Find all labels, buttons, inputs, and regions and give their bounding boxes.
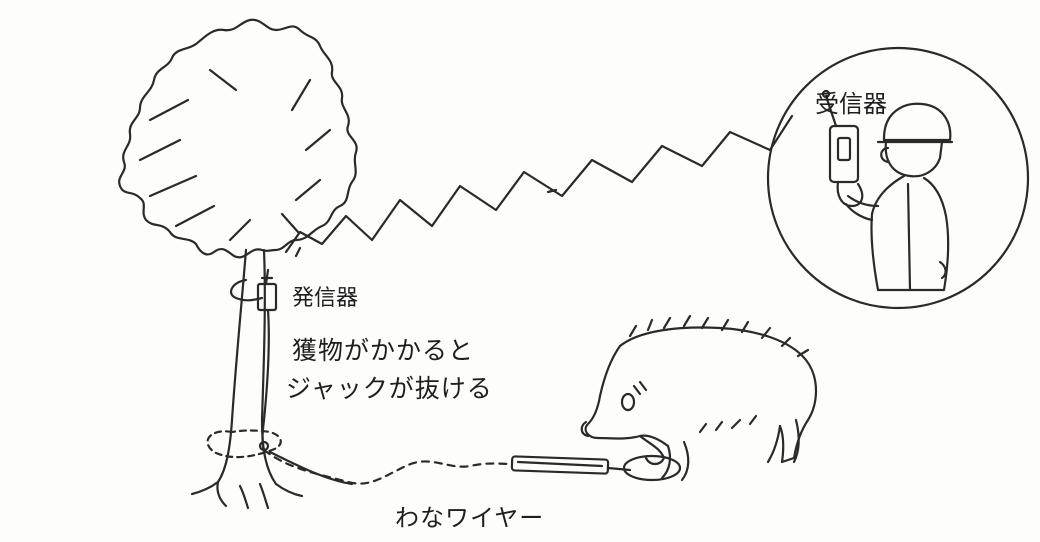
boar-head <box>584 344 670 448</box>
boar-eye <box>620 392 636 412</box>
person-hand <box>938 260 947 280</box>
person-head <box>884 140 944 178</box>
person-zip <box>906 182 912 292</box>
inset-circle <box>766 46 1030 310</box>
transmitter-label: 発信器 <box>292 286 359 311</box>
jack-note-line-1: 獲物がかかると <box>292 336 475 365</box>
receiver-antenna <box>824 94 838 128</box>
tree-trunk-left <box>216 248 248 484</box>
snare-wire <box>262 448 682 486</box>
strap-lower <box>206 429 282 459</box>
receiver-antenna-tip <box>821 89 831 99</box>
snare-spring-tube <box>510 455 610 475</box>
snare-loop <box>622 454 682 482</box>
receiver-grip <box>836 180 864 208</box>
tree-roots <box>190 480 304 510</box>
person-ear <box>880 146 890 164</box>
boar-eye-lines <box>632 380 648 396</box>
person-helmet <box>882 102 952 142</box>
snare-wire-line-solid <box>268 450 354 486</box>
snare-tube-inner <box>516 460 604 468</box>
tree-trunk-right <box>260 248 278 486</box>
tree-canopy-texture <box>138 68 332 242</box>
boar-belly-fur <box>698 414 758 434</box>
snare-wire-label: わなワイヤー <box>395 504 545 532</box>
receiver-label: 受信器 <box>815 90 887 118</box>
strap-upper <box>229 278 264 302</box>
tree <box>118 18 358 510</box>
snare-connector <box>606 466 632 472</box>
radio-signal-wave <box>284 114 794 254</box>
wild-boar <box>580 314 817 482</box>
boar-snout <box>580 420 590 438</box>
boar-leg-rear <box>766 418 800 464</box>
boar-body <box>618 326 817 464</box>
receiver-handset <box>828 124 860 184</box>
transmitter-device <box>256 268 278 454</box>
tree-canopy <box>118 18 358 259</box>
transmitter-antenna <box>260 268 274 286</box>
jack-note-line-2: ジャックが抜ける <box>286 374 493 403</box>
receiver-screen <box>836 136 852 162</box>
signal-tick-a <box>294 246 302 258</box>
boar-mouth <box>638 434 666 466</box>
transmitter-box <box>256 282 278 312</box>
receiver-inset <box>766 46 1030 310</box>
boar-back-hair <box>628 314 810 358</box>
signal-tick-b <box>546 188 558 194</box>
boar-leg-front <box>660 440 690 482</box>
